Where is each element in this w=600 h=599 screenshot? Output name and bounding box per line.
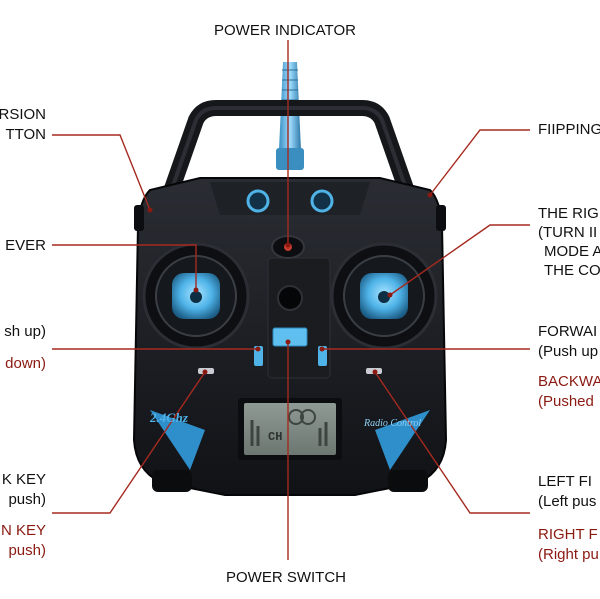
left-stick[interactable] xyxy=(142,242,250,350)
brand-label: Radio Control xyxy=(363,418,421,429)
right-label-4-black-line1: LEFT FI xyxy=(538,473,592,490)
top-left-button[interactable] xyxy=(246,189,270,213)
right-label-1: FIIPPING xyxy=(538,121,600,138)
left-trim-button[interactable] xyxy=(254,346,263,366)
right-label-3-black-line1: FORWAI xyxy=(538,323,598,340)
right-label-4-black-line2: (Left pus xyxy=(538,493,597,510)
left-accent-stripe xyxy=(150,410,205,470)
right-label-2-line3: MODE A xyxy=(544,243,600,260)
left-label-3-red: down) xyxy=(5,355,46,372)
right-label-3-red-line2: (Pushed xyxy=(538,393,594,410)
right-trim-button[interactable] xyxy=(318,346,327,366)
left-label-3-black: sh up) xyxy=(4,323,46,340)
right-label-3-red-line1: BACKWA xyxy=(538,373,600,390)
left-label-1-line1: RSION xyxy=(0,106,46,123)
power-indicator-label: POWER INDICATOR xyxy=(214,22,356,39)
right-label-2-line2: (TURN II xyxy=(538,224,598,241)
right-label-2-line4: THE CO xyxy=(544,262,600,279)
band-label: 2.4Ghz xyxy=(149,410,189,425)
top-right-button[interactable] xyxy=(310,189,334,213)
left-label-2: EVER xyxy=(5,237,46,254)
left-label-4-black-line1: K KEY xyxy=(1,471,46,488)
right-stick[interactable] xyxy=(330,242,438,350)
leader-endpoints xyxy=(147,192,433,375)
right-label-4-red-line2: (Right pu xyxy=(538,546,599,563)
left-label-4-red-line2: push) xyxy=(8,542,46,559)
leader-lines xyxy=(52,40,530,560)
left-label-4-black-line2: push) xyxy=(8,491,46,508)
carry-handle xyxy=(160,100,418,203)
right-label-2-line1: THE RIG xyxy=(538,205,599,222)
right-label-3-black-line2: (Push up xyxy=(538,343,599,360)
left-label-1-line2: TTON xyxy=(5,126,46,143)
power-switch[interactable] xyxy=(272,327,308,347)
right-accent-stripe xyxy=(375,410,430,470)
right-label-4-red-line1: RIGHT F xyxy=(538,526,598,543)
center-sensor xyxy=(277,285,303,311)
left-label-4-red-line1: N KEY xyxy=(0,522,46,539)
power-switch-label: POWER SWITCH xyxy=(226,569,346,586)
lcd-channel-text: CH xyxy=(268,430,282,444)
lcd-screen xyxy=(238,398,342,460)
